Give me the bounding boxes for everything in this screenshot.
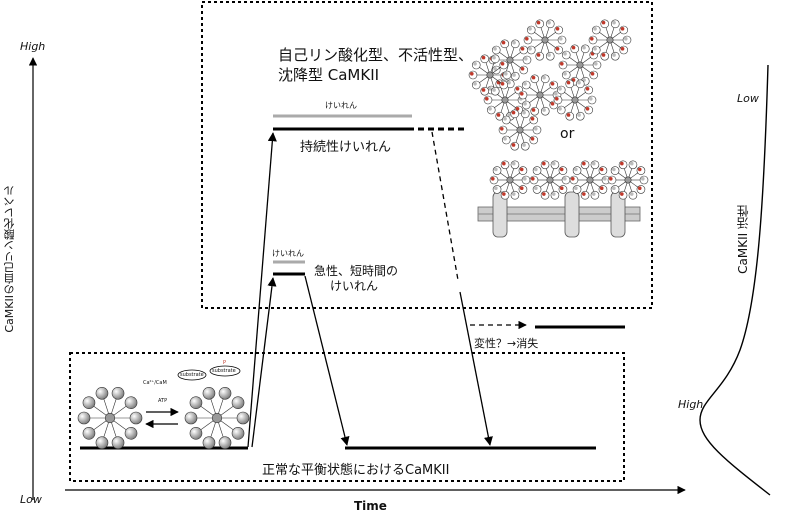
sustained-state-label: 持続性けいれん	[300, 140, 392, 155]
substrate-label-1: substrate	[180, 372, 204, 378]
baseline-dotted-box	[69, 352, 625, 482]
phospho-label: P	[223, 360, 227, 366]
top-title-line2: 沈降型 CaMKII	[278, 66, 380, 84]
atp-label: ATP	[158, 398, 168, 404]
membrane-bound-holoenzyme	[489, 160, 531, 200]
substrate-bubble-2	[209, 365, 241, 377]
aggregated-holoenzyme	[523, 19, 567, 61]
aggregated-holoenzyme	[558, 44, 602, 86]
acute-state-line1: 急性、短時間の	[314, 264, 399, 278]
holoenzyme-inactive	[77, 386, 143, 450]
substrate-bubble-1	[177, 369, 207, 381]
acute-seizure-label: けいれん	[272, 249, 304, 258]
y-low-label: Low	[20, 493, 42, 506]
membrane-bound-holoenzyme	[569, 160, 611, 200]
y-axis-label: CaMKIIの自己リン酸化レベル	[3, 185, 16, 333]
acute-state-line2: けいれん	[330, 279, 379, 293]
membrane-channels	[492, 191, 626, 238]
x-axis-label: Time	[354, 499, 387, 513]
degeneration-label: 変性？→消失	[474, 337, 539, 350]
aggregated-holoenzyme	[553, 79, 597, 121]
arrow-sustained-recovery	[459, 291, 493, 446]
aggregated-holoenzyme	[468, 54, 512, 96]
membrane-bound-holoenzyme	[607, 160, 649, 200]
arrow-to-sustained	[247, 132, 277, 448]
y-high-label: High	[20, 40, 46, 53]
top-dotted-box	[201, 1, 653, 309]
sustained-seizure-label: けいれん	[325, 101, 357, 110]
aggregated-holoenzyme	[588, 19, 632, 61]
activity-curve	[699, 64, 771, 496]
holoenzyme-active	[184, 386, 250, 450]
channel-protein	[564, 191, 580, 238]
aggregated-holoenzyme	[498, 109, 542, 151]
aggregated-holoenzyme	[518, 74, 562, 116]
top-title-line1: 自己リン酸化型、不活性型、	[278, 46, 474, 64]
holoenzymes	[77, 19, 649, 450]
arrow-sustained-recovery-dashed	[431, 131, 459, 281]
membrane-bound-holoenzyme	[529, 160, 571, 200]
activity-high-label: High	[678, 398, 704, 411]
ca-cam-label: Ca²⁺/CaM	[143, 380, 167, 386]
activity-low-label: Low	[737, 92, 759, 105]
or-label: or	[560, 126, 575, 142]
activity-label: CaMKII 活性	[736, 205, 750, 274]
substrate-label-2: substrate	[212, 368, 236, 374]
arrow-acute-recovery	[304, 275, 350, 446]
baseline-label: 正常な平衡状態におけるCaMKII	[262, 463, 450, 478]
arrow-to-acute	[251, 277, 277, 448]
